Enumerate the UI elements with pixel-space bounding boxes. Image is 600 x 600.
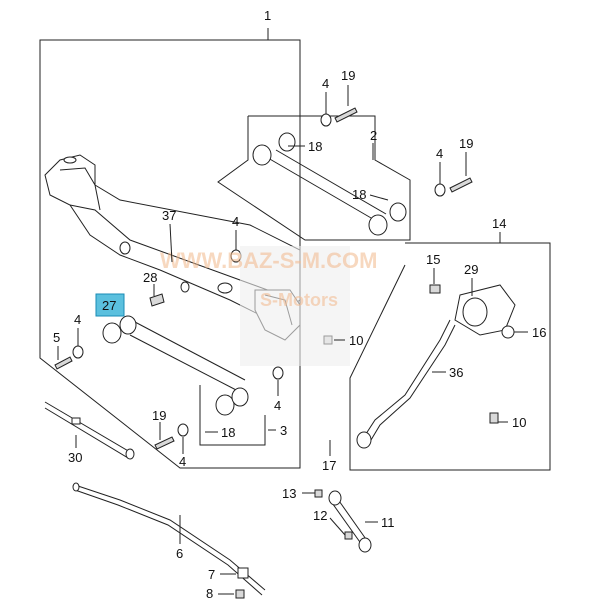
callout-27: 27	[102, 298, 116, 313]
callout-4: 4	[232, 214, 239, 229]
callout-3: 3	[280, 423, 287, 438]
washers-and-bolts	[54, 107, 499, 450]
callout-19: 19	[459, 136, 473, 151]
callout-13: 13	[282, 486, 296, 501]
watermark: WWW.BAZ-S-M.COM S-Motors	[160, 246, 378, 366]
upper-arm-2	[252, 132, 407, 236]
assembly-frame-1	[39, 28, 301, 469]
callout-19: 19	[341, 68, 355, 83]
callout-12: 12	[313, 508, 327, 523]
callout-1: 1	[264, 8, 271, 23]
watermark-line1: WWW.BAZ-S-M.COM	[160, 248, 378, 273]
watermark-line2: S-Motors	[260, 290, 338, 310]
callout-15: 15	[426, 252, 440, 267]
callout-18: 18	[352, 187, 366, 202]
callout-4: 4	[179, 454, 186, 469]
callout-17: 17	[322, 458, 336, 473]
callout-7: 7	[208, 567, 215, 582]
highlight-box-27[interactable]	[95, 293, 125, 317]
callout-16: 16	[532, 325, 546, 340]
link-11	[314, 489, 372, 553]
callout-29: 29	[464, 262, 478, 277]
callout-4: 4	[74, 312, 81, 327]
callout-36: 36	[449, 365, 463, 380]
callout-18: 18	[221, 425, 235, 440]
callout-4: 4	[436, 146, 443, 161]
callout-labels: 1 19 4 18 2 4 19 18 37 4 28 27 4 5 10 14…	[53, 8, 546, 600]
assembly-frame-3	[199, 385, 266, 446]
callout-11: 11	[381, 515, 395, 530]
bar-30	[44, 401, 135, 460]
assembly-frame-2	[217, 115, 411, 241]
linkage-36	[356, 284, 516, 449]
callout-6: 6	[176, 546, 183, 561]
lower-arm-3	[102, 315, 249, 416]
callout-28: 28	[143, 270, 157, 285]
callout-4: 4	[322, 76, 329, 91]
callout-10: 10	[512, 415, 526, 430]
callout-2: 2	[370, 128, 377, 143]
callout-10: 10	[349, 333, 363, 348]
callout-30: 30	[68, 450, 82, 465]
leader-lines	[57, 85, 528, 595]
callout-37: 37	[162, 208, 176, 223]
callout-5: 5	[53, 330, 60, 345]
assembly-frame-14	[349, 242, 551, 471]
callout-18: 18	[308, 139, 322, 154]
callout-14: 14	[492, 216, 506, 231]
callout-19: 19	[152, 408, 166, 423]
callout-8: 8	[206, 586, 213, 600]
stabilizer-rod-6	[72, 482, 266, 599]
callout-4: 4	[274, 398, 281, 413]
